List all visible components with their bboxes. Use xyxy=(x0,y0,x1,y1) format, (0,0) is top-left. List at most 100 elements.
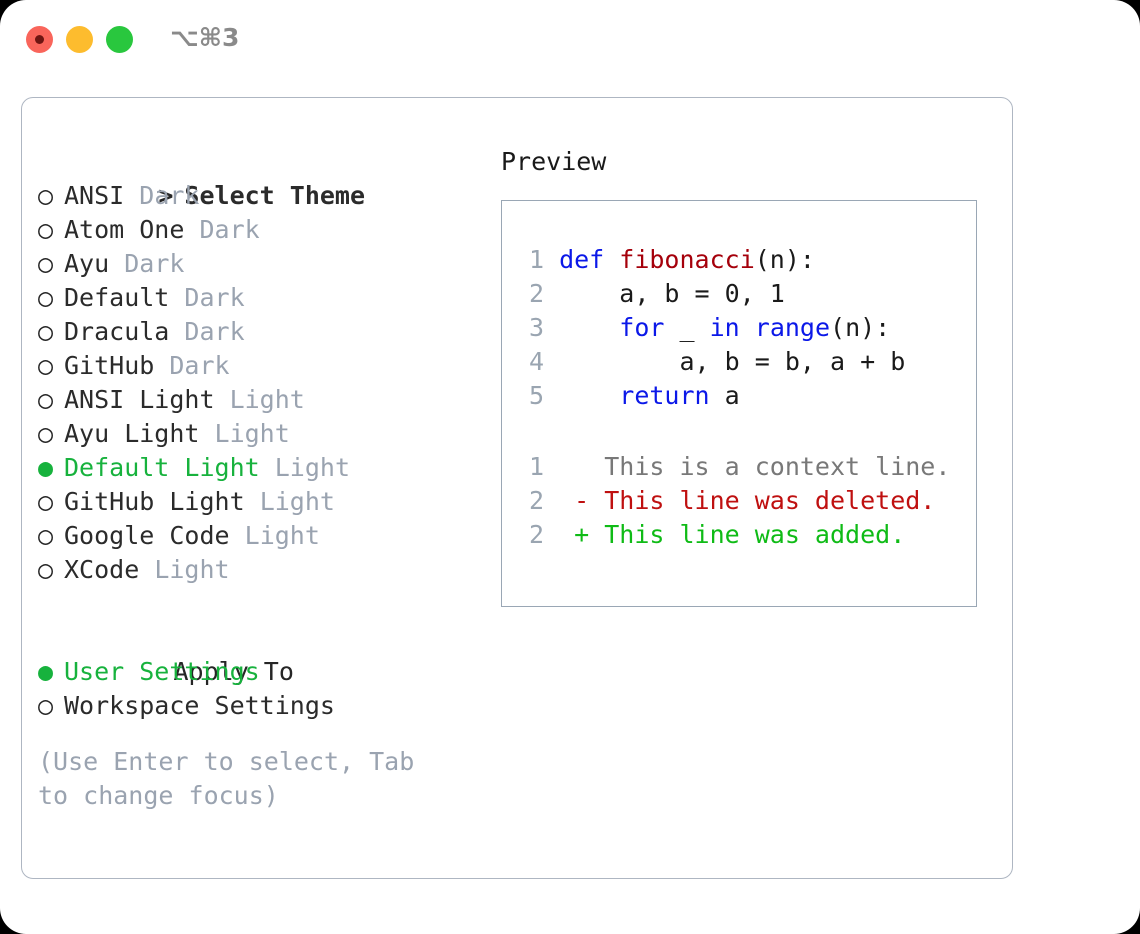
theme-name-label: Atom One xyxy=(64,215,185,244)
preview-heading: Preview xyxy=(501,147,607,176)
theme-variant-label: Dark xyxy=(184,317,245,346)
radio-unselected-icon: ○ xyxy=(38,521,54,550)
apply-to-item-label: User Settings xyxy=(64,657,260,686)
code-line-number: 2 xyxy=(528,279,544,308)
apply-to-list: ● User Settings ○Workspace Settings xyxy=(38,655,478,723)
theme-name-label: Default xyxy=(64,283,170,312)
theme-list-item[interactable]: ○ ANSI Light Light xyxy=(38,383,478,417)
theme-list-item[interactable]: ○Ayu Light Light xyxy=(38,417,478,451)
theme-picker-panel: >Select Theme ○ANSI Dark○Atom One Dark○A… xyxy=(21,97,1013,879)
radio-unselected-icon: ○ xyxy=(38,181,54,210)
theme-variant-label: Dark xyxy=(199,215,260,244)
diff-line-number: 2 xyxy=(528,486,544,515)
prompt-caret-icon: > xyxy=(158,181,174,210)
maximize-window-button[interactable] xyxy=(106,26,133,53)
theme-list-item[interactable]: ○ANSI Dark xyxy=(38,179,478,213)
theme-list-item[interactable]: ○ Dracula Dark xyxy=(38,315,478,349)
theme-variant-label: Dark xyxy=(124,249,185,278)
code-token: range xyxy=(754,313,831,342)
theme-list-item[interactable]: ○ Ayu Dark xyxy=(38,247,478,281)
radio-unselected-icon: ○ xyxy=(38,385,54,414)
theme-name-label: Dracula xyxy=(64,317,170,346)
radio-selected-icon: ● xyxy=(38,453,54,482)
code-token: _ xyxy=(664,313,710,342)
theme-variant-label: Light xyxy=(229,385,305,414)
list-spacer xyxy=(38,587,478,621)
theme-variant-label: Dark xyxy=(169,351,230,380)
theme-variant-label: Light xyxy=(214,419,290,448)
radio-unselected-icon: ○ xyxy=(38,351,54,380)
code-gutter-gap xyxy=(544,245,559,274)
apply-to-item[interactable]: ○Workspace Settings xyxy=(38,689,478,723)
code-line: 3 for _ in range(n): xyxy=(516,311,905,345)
radio-unselected-icon: ○ xyxy=(38,249,54,278)
theme-name-label: GitHub Light xyxy=(64,487,245,516)
diff-sign xyxy=(544,452,604,481)
code-token: (n): xyxy=(754,245,815,274)
theme-list-item[interactable]: ○ Atom One Dark xyxy=(38,213,478,247)
code-token: a, b = b, a + b xyxy=(559,347,906,376)
theme-list-item[interactable]: ○ GitHub Dark xyxy=(38,349,478,383)
diff-sign: - xyxy=(544,486,605,515)
code-line: 2 a, b = 0, 1 xyxy=(516,277,905,311)
diff-line: 2 - This line was deleted. xyxy=(516,484,950,518)
theme-list-item[interactable]: ○ GitHub Light Light xyxy=(38,485,478,519)
code-token: for xyxy=(619,313,665,342)
theme-name-label: GitHub xyxy=(64,351,155,380)
theme-name-label: XCode xyxy=(64,555,140,584)
radio-unselected-icon: ○ xyxy=(38,283,54,312)
code-line: 4 a, b = b, a + b xyxy=(516,345,905,379)
minimize-window-button[interactable] xyxy=(66,26,93,53)
theme-variant-label: Light xyxy=(259,487,335,516)
window-title: ⌥⌘3 xyxy=(170,23,240,52)
code-token: a xyxy=(709,381,740,410)
select-theme-heading: > Select Theme xyxy=(38,145,478,210)
apply-to-heading-label: Apply To xyxy=(173,657,294,686)
theme-selection-column: >Select Theme ○ANSI Dark○Atom One Dark○A… xyxy=(38,145,478,813)
radio-unselected-icon: ○ xyxy=(38,487,54,516)
code-token: return xyxy=(619,381,710,410)
radio-unselected-icon: ○ xyxy=(38,215,54,244)
code-line: 1 def fibonacci(n): xyxy=(516,243,905,277)
code-gutter-gap xyxy=(544,313,559,342)
diff-sample: 1 This is a context line.2 - This line w… xyxy=(516,450,950,552)
radio-unselected-icon: ○ xyxy=(38,317,54,346)
code-token xyxy=(559,381,619,410)
theme-variant-label: Dark xyxy=(184,283,245,312)
code-gutter-gap xyxy=(544,347,559,376)
theme-name-label: Default Light xyxy=(64,453,260,482)
code-token: in xyxy=(709,313,740,342)
code-token: (n): xyxy=(830,313,891,342)
apply-to-item[interactable]: ● User Settings xyxy=(38,655,478,689)
diff-line-number: 2 xyxy=(528,520,544,549)
diff-line: 1 This is a context line. xyxy=(516,450,950,484)
radio-unselected-icon: ○ xyxy=(38,691,54,720)
theme-name-label: Ayu xyxy=(64,249,110,278)
theme-list: ○ ANSI Dark ○ Atom One Dark ○ Ayu Dark ○ Defaul… xyxy=(38,179,478,587)
theme-name-label: Google Code xyxy=(64,521,230,550)
radio-selected-icon: ● xyxy=(38,657,54,686)
preview-column: Preview 1 def fibonacci(n):2 a, b = 0, 1… xyxy=(501,145,991,607)
theme-list-item[interactable]: ○ XCode Light xyxy=(38,553,478,587)
theme-list-item[interactable]: ● Default Light Light xyxy=(38,451,478,485)
theme-variant-label: Light xyxy=(274,453,350,482)
diff-text: This is a context line. xyxy=(604,452,951,481)
theme-variant-label: Light xyxy=(244,521,320,550)
close-window-button[interactable] xyxy=(26,26,53,53)
code-token: fibonacci xyxy=(619,245,755,274)
code-token: a, b = 0, 1 xyxy=(559,279,785,308)
code-token: def xyxy=(559,245,620,274)
code-line-number: 3 xyxy=(528,313,544,342)
apply-to-heading: Apply To xyxy=(38,621,478,686)
theme-list-item[interactable]: ○ Google Code Light xyxy=(38,519,478,553)
theme-variant-label: Light xyxy=(154,555,230,584)
theme-name-label: ANSI Light xyxy=(64,385,215,414)
theme-list-item[interactable]: ○ Default Dark xyxy=(38,281,478,315)
select-theme-heading-label: Select Theme xyxy=(184,181,366,210)
radio-unselected-icon: ○ xyxy=(38,555,54,584)
theme-name-label: Ayu Light xyxy=(64,419,200,448)
theme-name-label: ANSI xyxy=(64,181,125,210)
diff-text: This line was added. xyxy=(604,520,906,549)
